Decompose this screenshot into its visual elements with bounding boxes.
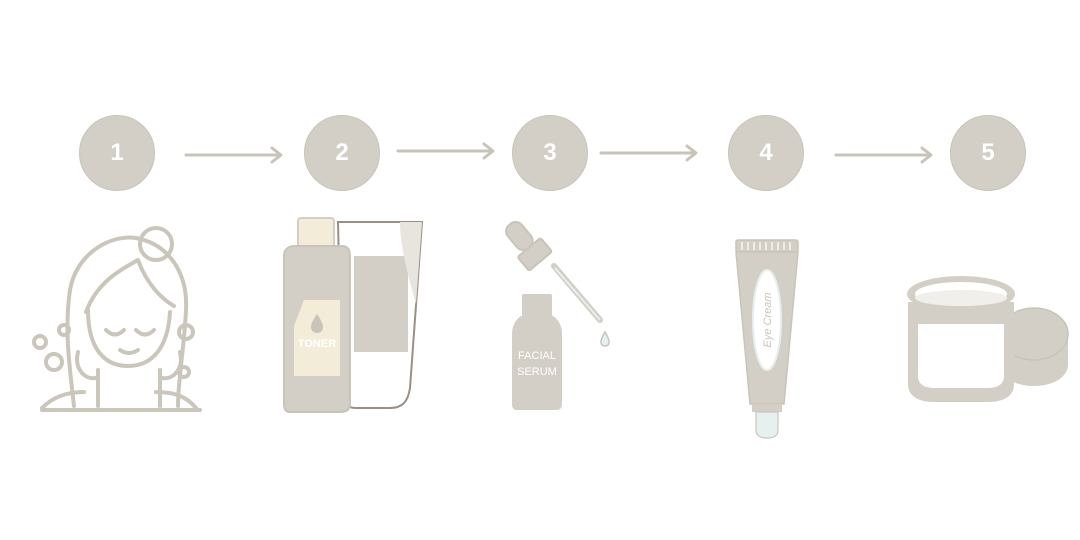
arrow-right-icon [834, 146, 933, 164]
step-number: 2 [335, 139, 349, 166]
step-3-circle: 3 [512, 115, 588, 191]
arrow-right-icon [396, 142, 495, 160]
toner-bottle-icon: TONER [283, 217, 424, 413]
eye-cream-tube-icon: Eye Cream [735, 239, 799, 439]
toner-label: TONER [298, 338, 336, 350]
step-number: 1 [110, 139, 124, 166]
step-2-circle: 2 [304, 115, 380, 191]
step-4-circle: 4 [728, 115, 804, 191]
step-number: 4 [759, 139, 773, 166]
eye-cream-label: Eye Cream [762, 292, 774, 347]
step-5-circle: 5 [950, 115, 1026, 191]
moisturizer-jar-icon [907, 276, 1069, 402]
facial-serum-icon: FACIAL SERUM [505, 220, 610, 410]
arrow-right-icon [184, 146, 283, 164]
arrow-right-icon [599, 144, 698, 162]
face-wash-icon [32, 226, 202, 412]
serum-label-line1: FACIAL [518, 350, 556, 362]
serum-label-line2: SERUM [517, 366, 557, 378]
step-number: 3 [543, 139, 557, 166]
step-number: 5 [981, 139, 995, 166]
step-1-circle: 1 [79, 115, 155, 191]
